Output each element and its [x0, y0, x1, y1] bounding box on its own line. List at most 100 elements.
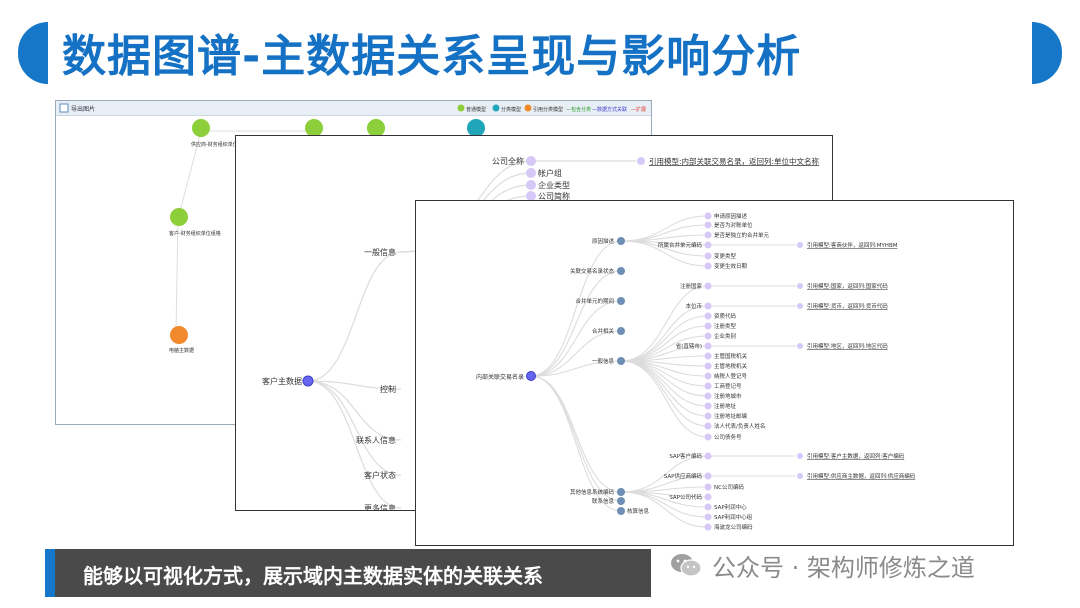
tree-leaf[interactable]: 工商登记号 — [714, 382, 742, 390]
tree-leaf[interactable]: 企业类别 — [714, 332, 736, 340]
tree-leaf[interactable]: 省(直辖市) — [676, 342, 702, 350]
tree-leaf[interactable]: 公司全称 — [492, 156, 536, 166]
tree-leaf[interactable]: 注册地址邮编 — [714, 412, 748, 420]
tree-leaf[interactable]: 所属合并单元编码 — [658, 241, 703, 249]
tree-leaf[interactable]: 注册国家 — [680, 282, 703, 290]
tree-root[interactable]: 内部关联交易名录 — [476, 371, 536, 382]
ref-node[interactable]: 引用模型:内部关联交易名录，返回列:单位中文名称 — [637, 156, 820, 166]
tree-branch[interactable]: 联系人信息 — [356, 435, 396, 445]
tree-branch[interactable]: 一般信息 — [364, 247, 396, 257]
tree-leaf[interactable]: 是否是独立的合并单元 — [714, 231, 770, 239]
edge — [177, 130, 202, 220]
ref-link[interactable]: 引用模型:供应商主数据，返回列:供应商编码 — [807, 472, 916, 480]
svg-text:供应商-财务组织单位: 供应商-财务组织单位 — [191, 141, 238, 148]
tree-leaf[interactable]: 帐户组 — [526, 168, 562, 178]
wechat-icon — [671, 554, 702, 577]
table-icon — [170, 208, 188, 226]
model-node[interactable] — [305, 119, 323, 137]
node-dot — [617, 507, 625, 515]
node-dot — [302, 375, 314, 387]
svg-text:企业类型: 企业类型 — [538, 180, 570, 190]
ref-link[interactable]: 引用模型:国家，返回列:国家代码 — [807, 282, 888, 290]
watermark: 公众号 · 架构师修炼之道 — [670, 549, 975, 582]
svg-text:帐户组: 帐户组 — [538, 168, 562, 178]
model-node[interactable]: 客户-财务组织单位组格 — [169, 208, 221, 237]
tree-leaf[interactable]: 本位币 — [685, 302, 702, 310]
node-dot — [617, 497, 625, 505]
node-dot — [637, 157, 645, 165]
export-button[interactable]: 导出图片 — [71, 105, 95, 113]
edge — [175, 218, 179, 332]
model-node[interactable]: 供应商-财务组织单位 — [191, 119, 238, 148]
tree-leaf[interactable]: SAP公司代码 — [669, 493, 702, 501]
tree-leaf[interactable]: 海波龙公司编码 — [714, 523, 753, 531]
graph-panel-related-transactions: 内部关联交易名录 原因描述 关联交易名录状态 合并单元的期间 合并相关 一般信息… — [415, 200, 1014, 546]
ref-link[interactable]: 引用模型:地区，返回列:地区代码 — [807, 342, 888, 350]
caption-bar: 能够以可视化方式，展示域内主数据实体的关联关系 — [45, 549, 651, 597]
tree-edges — [530, 215, 796, 528]
tree-leaf[interactable]: 注册地城市 — [714, 392, 742, 400]
model-node[interactable] — [467, 119, 485, 137]
ref-link[interactable]: 引用模型:客户主数据，返回列:客户编码 — [807, 452, 905, 460]
tree-leaf[interactable]: 注册地址 — [714, 402, 737, 410]
caption-text: 能够以可视化方式，展示域内主数据实体的关联关系 — [83, 564, 543, 588]
tree-leaf[interactable]: 资质代码 — [714, 312, 737, 320]
table-icon — [367, 119, 385, 137]
tree-branch[interactable]: 合并单元的期间 — [575, 297, 614, 305]
ref-link[interactable]: 引用模型:货币，返回列:货币代码 — [807, 302, 888, 310]
tree-leaf[interactable]: 企业类型 — [526, 180, 570, 190]
title-accent-right — [1032, 22, 1062, 84]
legend-item: 普通模型 — [466, 106, 486, 113]
ref-link[interactable]: 引用模型:客商伙伴，返回列:MYHBM — [807, 241, 898, 249]
leaf-dots — [704, 212, 803, 531]
tree-leaf[interactable]: SAP利润中心组 — [714, 513, 753, 521]
grid-icon — [467, 119, 485, 137]
svg-text:引用模型:内部关联交易名录，返回列:单位中文名称: 引用模型:内部关联交易名录，返回列:单位中文名称 — [649, 156, 820, 166]
node-dot — [526, 180, 536, 190]
svg-text:客户-财务组织单位组格: 客户-财务组织单位组格 — [169, 230, 221, 237]
tree-branch[interactable]: 原因描述 — [592, 237, 615, 245]
node-dot — [526, 156, 536, 166]
tree-branch[interactable]: 一般信息 — [592, 357, 615, 365]
svg-text:公司简称: 公司简称 — [538, 191, 570, 201]
tree-branch[interactable]: 更多信息 — [364, 503, 396, 511]
tree-leaf[interactable]: 主管地税机关 — [714, 362, 748, 370]
svg-text:电脑主数据: 电脑主数据 — [169, 347, 194, 354]
svg-text:内部关联交易名录: 内部关联交易名录 — [476, 373, 524, 381]
table-icon — [192, 119, 210, 137]
tree-leaf[interactable]: SAP利润中心 — [714, 503, 747, 511]
tree-branch[interactable]: 客户状态 — [364, 470, 396, 480]
tree-leaf[interactable]: 公司债务号 — [714, 433, 742, 441]
legend-item: 分类模型 — [501, 106, 521, 113]
svg-text:客户主数据: 客户主数据 — [262, 376, 302, 386]
legend-normal-icon — [457, 104, 465, 112]
watermark-text: 公众号 · 架构师修炼之道 — [712, 553, 975, 582]
tree-branch[interactable]: 其他信息系统编码 — [570, 488, 615, 496]
node-dot — [526, 371, 536, 381]
page-title: 数据图谱-主数据关系呈现与影响分析 — [62, 31, 802, 82]
model-node[interactable] — [367, 119, 385, 137]
tree-leaf[interactable]: 公司简称 — [526, 191, 570, 201]
tree-branch[interactable]: 合并相关 — [592, 327, 615, 335]
tree-leaf[interactable]: 变更类型 — [714, 252, 737, 260]
tree-branch[interactable]: 控制 — [380, 384, 396, 394]
tree-leaf[interactable]: 是否为对账单位 — [714, 221, 753, 229]
tree-leaf[interactable]: SAP供应商编码 — [664, 472, 703, 480]
tree-leaf[interactable]: 法人代表/负责人姓名 — [714, 422, 765, 430]
tree-branch[interactable]: 核算信息 — [627, 507, 650, 515]
tree-leaf[interactable]: SAP客户编码 — [669, 452, 702, 460]
tree-root[interactable]: 客户主数据 — [262, 375, 314, 387]
node-dot — [617, 488, 625, 496]
node-dot — [617, 237, 625, 245]
tree-leaf[interactable]: 注册类型 — [714, 322, 737, 330]
tree-branch[interactable]: 联系信息 — [592, 497, 615, 505]
tree-leaf[interactable]: 主管国税机关 — [714, 352, 748, 360]
tree-leaf[interactable]: NC公司编码 — [714, 483, 744, 491]
tree-leaf[interactable]: 纳税人登记号 — [714, 372, 748, 380]
tree-branch[interactable]: 关联交易名录状态 — [570, 267, 615, 275]
tree-leaf[interactable]: 申请原因描述 — [714, 212, 748, 220]
model-node[interactable]: 电脑主数据 — [169, 326, 194, 354]
export-icon[interactable] — [59, 103, 69, 113]
legend-class-icon — [492, 104, 500, 112]
tree-leaf[interactable]: 变更生效日期 — [714, 262, 748, 270]
